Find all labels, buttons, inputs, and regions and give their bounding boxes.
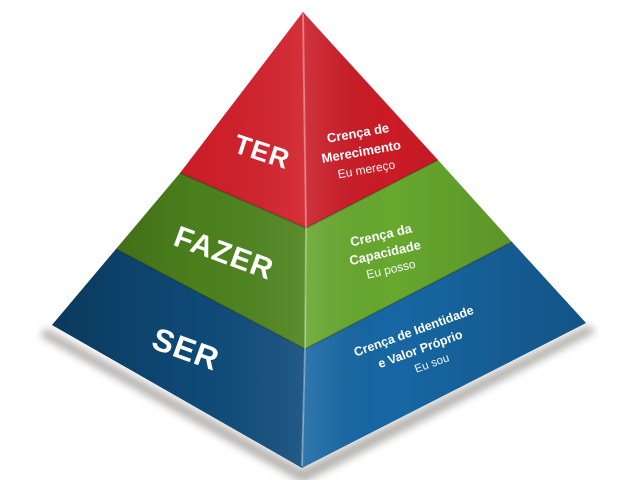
shading-overlays [52, 12, 586, 468]
ter-fazer-boundary [179, 159, 439, 229]
fazer-ser-boundary [115, 241, 513, 350]
front-edge-highlight [301, 13, 308, 467]
